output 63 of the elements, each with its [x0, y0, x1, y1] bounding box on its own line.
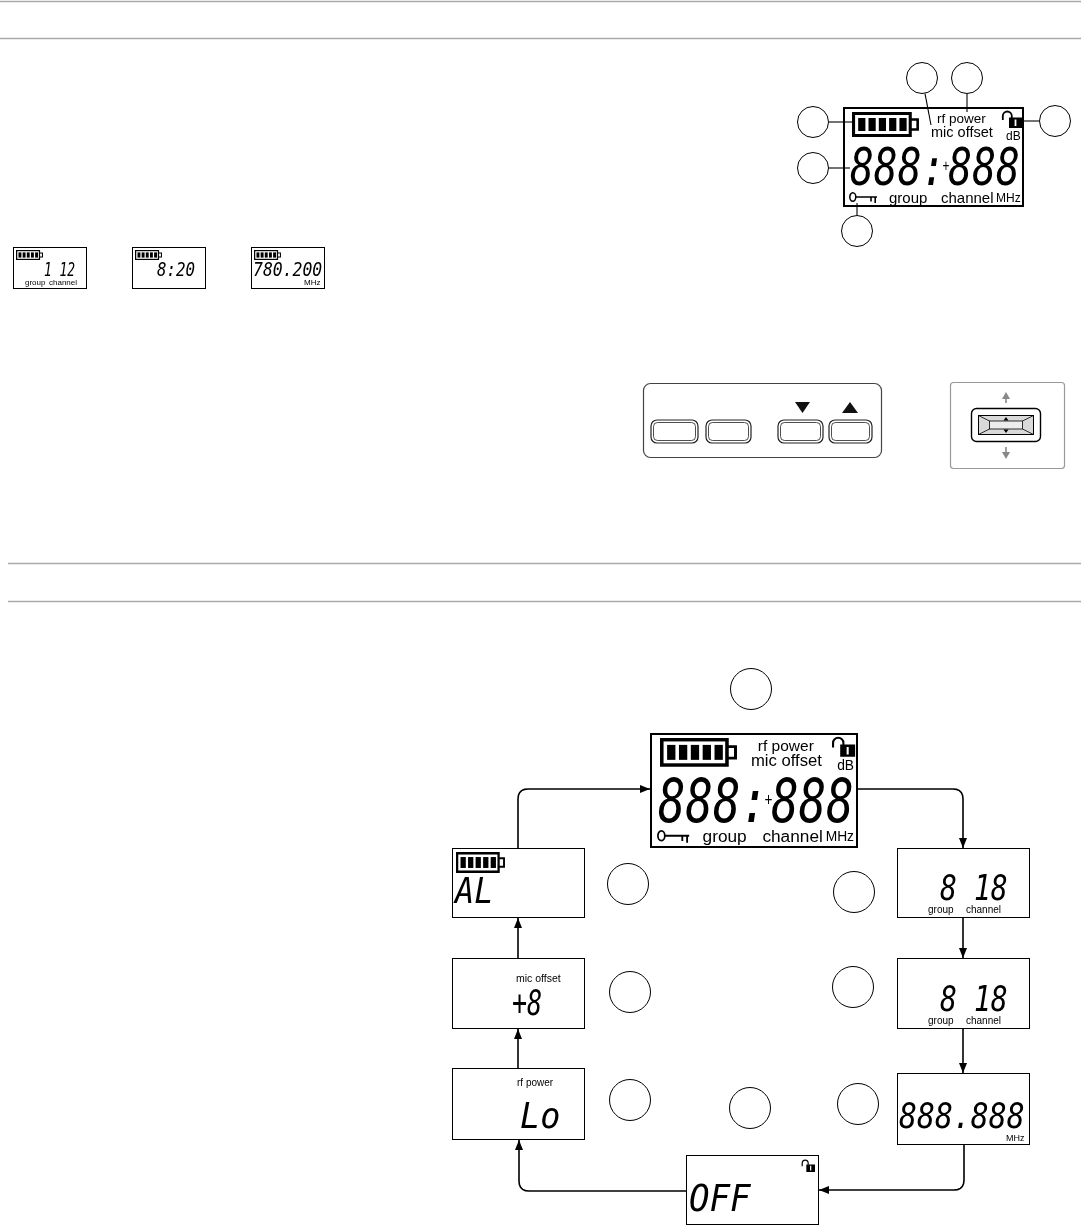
lcd-label: group	[928, 905, 954, 915]
lcd-label: MHz	[1006, 1134, 1025, 1143]
lcd-readout: AL	[455, 876, 494, 907]
lcd-label: channel	[762, 828, 823, 846]
lcd-label: group	[889, 190, 928, 205]
lcd-label: group	[702, 828, 747, 846]
lcd-label: mic offset	[516, 973, 561, 984]
lcd-label: rf power	[937, 112, 986, 126]
flow-arrow	[514, 917, 522, 959]
lcd-label: channel	[49, 279, 78, 287]
lcd-label: MHz	[996, 192, 1021, 204]
leader-line	[924, 93, 932, 126]
lcd-label: dB	[837, 759, 855, 773]
leader-line	[966, 93, 968, 113]
lcd-readout: +8	[512, 988, 543, 1019]
lcd-screen	[897, 958, 1030, 1029]
flow-arrow	[959, 917, 967, 959]
lcd-label: mic offset	[931, 125, 993, 140]
lcd-readout: 888.888	[899, 1101, 1025, 1132]
lcd-readout: 1 12	[44, 261, 76, 279]
lcd-readout: 888:$^{+}$888	[657, 776, 854, 828]
lcd-label: dB	[1006, 130, 1021, 142]
lcd-readout: OFF	[689, 1182, 751, 1215]
lcd-screen	[843, 107, 1024, 207]
lcd-label: group	[25, 279, 46, 287]
lcd-readout: Lo	[520, 1101, 561, 1132]
leader-line	[828, 167, 851, 169]
lcd-screen	[452, 958, 585, 1029]
flow-arrow	[515, 1139, 687, 1192]
lcd-label: rf power	[517, 1078, 554, 1088]
lcd-label: rf power	[757, 738, 814, 754]
lcd-label: channel	[941, 190, 994, 205]
key-icon	[849, 192, 877, 203]
lcd-screen	[132, 247, 206, 289]
padlock-icon	[1001, 110, 1022, 128]
flow-arrow	[857, 788, 967, 849]
lcd-readout: 8:20	[157, 261, 196, 279]
flow-arrow	[514, 1028, 522, 1069]
battery-icon	[852, 112, 919, 137]
leader-line	[856, 202, 858, 216]
lcd-screen	[686, 1155, 819, 1225]
leader-line	[828, 121, 853, 123]
lcd-readout: 780.200	[253, 261, 323, 279]
lcd-label: mic offset	[750, 753, 822, 771]
lcd-screen	[650, 733, 858, 848]
lcd-label: channel	[966, 1016, 1002, 1026]
lcd-screen	[251, 247, 325, 289]
lcd-label: MHz	[825, 830, 854, 845]
lcd-screen	[13, 247, 87, 289]
lcd-label: channel	[966, 905, 1002, 915]
flow-arrow	[959, 1028, 967, 1074]
lcd-label: group	[928, 1016, 954, 1026]
lcd-screen	[452, 848, 585, 918]
leader-line	[1021, 120, 1040, 122]
flow-arrow	[818, 1144, 965, 1194]
lcd-screen	[452, 1068, 585, 1140]
flow-arrow	[517, 785, 651, 849]
lcd-screen	[897, 848, 1030, 918]
lcd-readout: 8 18	[940, 984, 1008, 1015]
lcd-screen	[897, 1073, 1030, 1145]
lcd-label: MHz	[304, 279, 321, 287]
lcd-readout: 888:$^{+}$888	[850, 145, 1020, 190]
lcd-readout: 8 18	[940, 873, 1008, 904]
